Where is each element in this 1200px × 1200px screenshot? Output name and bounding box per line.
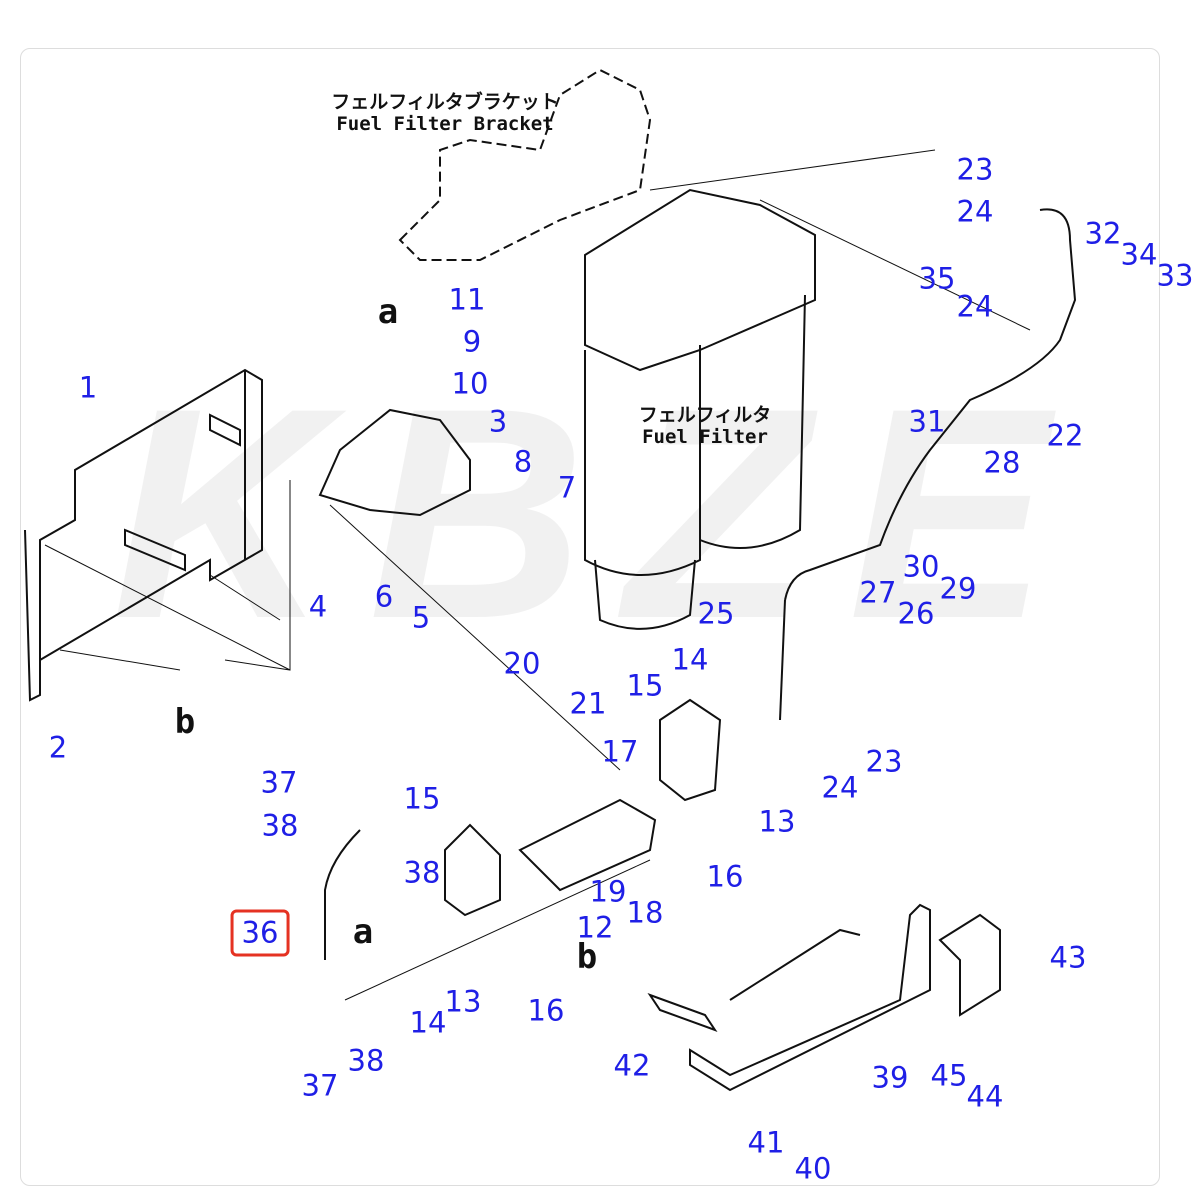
callout-label[interactable]: 2	[48, 730, 68, 765]
callout-label[interactable]: 20	[503, 646, 541, 681]
callout-label[interactable]: 18	[626, 895, 664, 930]
callout-label[interactable]: 10	[451, 366, 489, 401]
fuel-filter-bracket-label: フェルフィルタブラケット Fuel Filter Bracket	[331, 91, 559, 136]
callout-label[interactable]: 12	[576, 910, 614, 945]
view-ref-b: b	[174, 702, 196, 742]
callout-label[interactable]: 35	[918, 261, 956, 296]
callout-label[interactable]: 9	[462, 324, 482, 359]
callout-label[interactable]: 37	[301, 1068, 339, 1103]
callout-label[interactable]: 31	[908, 404, 946, 439]
callout-label[interactable]: 3	[488, 404, 508, 439]
hose-25	[779, 599, 786, 721]
callout-label[interactable]: 11	[448, 282, 486, 317]
view-ref-a: a	[377, 292, 399, 332]
fuel-filter-right	[699, 294, 806, 549]
callout-label[interactable]: 25	[697, 596, 735, 631]
callout-label[interactable]: 15	[626, 668, 664, 703]
plate-1	[24, 368, 263, 702]
fuel-filter-left	[584, 345, 701, 576]
callout-label[interactable]: 23	[865, 744, 903, 779]
priming-pump	[518, 798, 657, 892]
callout-label[interactable]: 29	[939, 571, 977, 606]
bracket-15b	[659, 698, 722, 802]
fuel-filter-bracket-label-jp: フェルフィルタブラケット	[331, 91, 559, 113]
callout-label[interactable]: 19	[589, 874, 627, 909]
bracket-15a	[444, 823, 501, 917]
callout-label[interactable]: 16	[706, 859, 744, 894]
callout-label[interactable]: 26	[897, 596, 935, 631]
spacer-42	[647, 993, 718, 1032]
callout-label[interactable]: 8	[513, 444, 533, 479]
diagram-frame	[20, 48, 1160, 1186]
callout-label[interactable]: 13	[444, 984, 482, 1019]
callout-label[interactable]: 42	[613, 1048, 651, 1083]
callout-label[interactable]: 27	[859, 575, 897, 610]
spacer	[124, 413, 241, 572]
fuel-filter-label-en: Fuel Filter	[642, 425, 768, 448]
callout-label[interactable]: 4	[308, 589, 328, 624]
callout-label[interactable]: 34	[1120, 237, 1158, 272]
callout-label[interactable]: 5	[411, 600, 431, 635]
callout-label[interactable]: 21	[569, 686, 607, 721]
callout-label[interactable]: 38	[403, 855, 441, 890]
view-ref-b: b	[576, 937, 598, 977]
fuel-filter-bracket	[398, 68, 652, 261]
fuel-filter-label: フェルフィルタ Fuel Filter	[638, 404, 772, 449]
callout-label[interactable]: 17	[601, 734, 639, 769]
fuel-filter-bracket-label-en: Fuel Filter Bracket	[336, 112, 554, 135]
callout-label[interactable]: 37	[260, 765, 298, 800]
callout-label[interactable]: 13	[758, 804, 796, 839]
callout-label[interactable]: 43	[1049, 940, 1087, 975]
callout-label[interactable]: 14	[671, 642, 709, 677]
callout-label[interactable]: 28	[983, 445, 1021, 480]
callout-label[interactable]: 7	[557, 470, 577, 505]
valve-body-3	[318, 408, 471, 517]
callout-label[interactable]: 16	[527, 993, 565, 1028]
callout-label[interactable]: 41	[747, 1125, 785, 1160]
callout-label[interactable]: 45	[930, 1058, 968, 1093]
callout-label[interactable]: 14	[409, 1005, 447, 1040]
callout-label[interactable]: 38	[347, 1043, 385, 1078]
callout-label[interactable]: 30	[902, 549, 940, 584]
callout-label[interactable]: 15	[403, 781, 441, 816]
bracket-39	[689, 903, 931, 1092]
callout-label[interactable]: 24	[821, 770, 859, 805]
callout-label[interactable]: 32	[1084, 216, 1122, 251]
callout-label[interactable]: 40	[794, 1151, 832, 1186]
callout-label[interactable]: 22	[1046, 418, 1084, 453]
callout-label[interactable]: 23	[956, 152, 994, 187]
callout-label[interactable]: 44	[966, 1079, 1004, 1114]
callout-label[interactable]: 1	[78, 370, 98, 405]
callout-label[interactable]: 24	[956, 194, 994, 229]
hose-36	[324, 829, 361, 960]
view-ref-a: a	[352, 912, 374, 952]
callout-label[interactable]: 6	[374, 579, 394, 614]
bracket-43	[938, 913, 1001, 1017]
fuel-filter-label-jp: フェルフィルタ	[638, 404, 772, 426]
callout-label[interactable]: 38	[261, 808, 299, 843]
callout-label[interactable]: 24	[956, 289, 994, 324]
filter-head	[584, 188, 816, 372]
callout-label[interactable]: 33	[1156, 258, 1194, 293]
callout-label[interactable]: 39	[871, 1060, 909, 1095]
callout-highlighted[interactable]: 36	[230, 909, 290, 957]
fuel-pipe-22	[784, 208, 1077, 601]
